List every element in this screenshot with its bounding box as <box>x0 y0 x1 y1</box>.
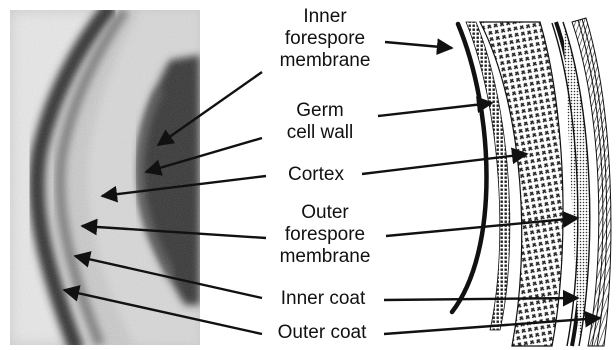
label-line: Outer coat <box>278 322 367 344</box>
label-inner-forespore-membrane: Inner forespore membrane <box>280 6 371 72</box>
label-line: Inner coat <box>281 288 366 310</box>
label-line: forespore <box>280 28 371 50</box>
label-line: Cortex <box>288 164 344 186</box>
label-line: membrane <box>280 246 371 268</box>
label-cortex: Cortex <box>288 164 344 186</box>
arrow-inner-membrane-right <box>385 42 452 48</box>
label-line: Inner <box>280 6 371 28</box>
label-outer-forespore-membrane: Outer forespore membrane <box>280 202 371 268</box>
label-outer-coat: Outer coat <box>278 322 367 344</box>
label-line: cell wall <box>287 122 354 144</box>
label-germ-cell-wall: Germ cell wall <box>287 100 354 144</box>
micrograph-panel <box>10 10 200 345</box>
label-line: Outer <box>280 202 371 224</box>
label-line: Germ <box>287 100 354 122</box>
arrow-germ-wall-right <box>378 103 492 116</box>
label-line: membrane <box>280 50 371 72</box>
layer-schematic <box>452 18 611 346</box>
label-line: forespore <box>280 224 371 246</box>
label-inner-coat: Inner coat <box>281 288 366 310</box>
